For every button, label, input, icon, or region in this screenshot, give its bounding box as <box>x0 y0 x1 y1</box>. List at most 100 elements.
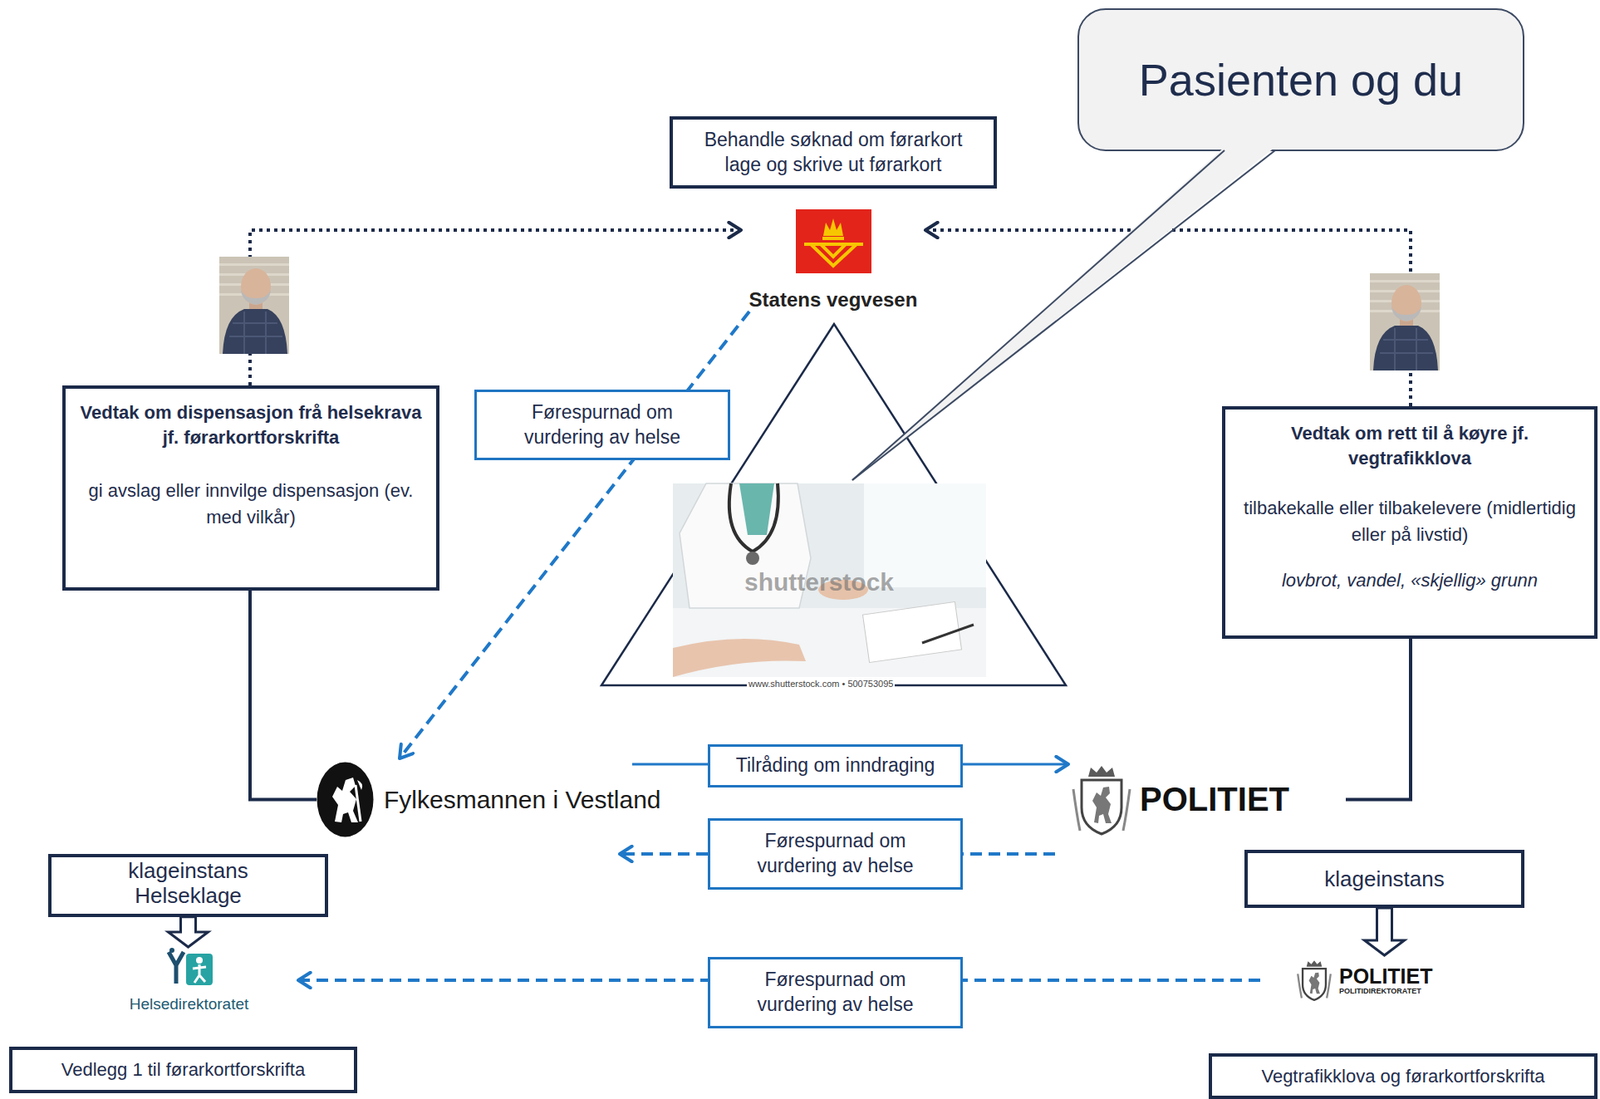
person-photo <box>240 268 271 305</box>
node-text: Pasienten og du <box>1138 53 1463 106</box>
logo <box>1306 960 1323 967</box>
bubble-tail <box>852 150 1225 481</box>
watermark-text: www.shutterstock.com • 500753095 <box>746 678 895 689</box>
logo <box>1295 959 1333 1002</box>
decision-box: Vedtak om dispensasjon frå helsekrava jf… <box>62 385 440 591</box>
logo <box>316 761 374 838</box>
connector <box>250 590 317 800</box>
doctor-photo <box>739 483 775 535</box>
logo <box>192 964 207 983</box>
node-text: Vedlegg 1 til førarkortforskrifta <box>61 1059 305 1081</box>
connector <box>1345 638 1411 800</box>
person-photo <box>219 256 290 354</box>
logo <box>823 218 844 236</box>
connector <box>250 230 742 386</box>
doctor-photo <box>729 483 779 552</box>
node-text: Helsedirektoratet <box>129 995 250 1014</box>
node-text: tilbakekalle eller tilbakelevere (midler… <box>1236 495 1583 549</box>
logo-node: Fylkesmannen i Vestland <box>316 760 683 840</box>
edge-label: Tilråding om inndraging <box>736 753 936 779</box>
appeal-box: klageinstans <box>1244 849 1525 908</box>
person-photo <box>1369 273 1440 371</box>
logo <box>357 780 363 791</box>
doctor-photo <box>922 624 974 643</box>
person-photo <box>1379 328 1434 371</box>
source-box: Vegtrafikklova og førarkortforskrifta <box>1208 1053 1598 1099</box>
logo-node: Helsedirektoratet <box>116 947 262 1024</box>
edge-label: Førespurnad om vurdering av helse <box>735 829 936 879</box>
logo <box>163 947 216 991</box>
logo <box>795 209 872 274</box>
logo-node: POLITIETPOLITIDIREKTORATET <box>1295 955 1471 1006</box>
doctor-photo <box>746 551 760 565</box>
logo-node: POLITIET <box>1071 760 1346 840</box>
hollow-arrow <box>168 917 209 948</box>
source-box: Vedlegg 1 til førarkortforskrifta <box>9 1046 358 1094</box>
watermark-text: shutterstock <box>744 568 894 597</box>
node-text: Statens vegvesen <box>749 288 918 312</box>
logo <box>317 762 374 838</box>
logo <box>1071 764 1132 836</box>
logo <box>822 236 845 241</box>
person-photo <box>240 289 271 305</box>
edge-label: Førespurnad om vurdering av helse <box>735 967 936 1018</box>
node-text: klageinstans Helseklage <box>98 858 279 909</box>
logo <box>1295 959 1333 1002</box>
node-text: POLITIET <box>1339 965 1434 987</box>
logo <box>1297 973 1331 998</box>
node-text: Vegtrafikklova og førarkortforskrifta <box>1261 1065 1545 1088</box>
text-group: POLITIETPOLITIDIREKTORATET <box>1339 965 1434 996</box>
decision-box: Vedtak om rett til å køyre jf. vegtrafik… <box>1222 406 1598 639</box>
doctor-photo <box>672 638 806 678</box>
logo <box>1071 764 1132 836</box>
logo <box>795 209 872 274</box>
logo-node: Statens vegvesen <box>741 209 926 312</box>
node-text: POLITIDIREKTORATET <box>1339 986 1434 996</box>
logo <box>163 947 216 991</box>
logo <box>332 777 359 823</box>
person-photo <box>1391 284 1422 322</box>
node-text: lovbrot, vandel, «skjellig» grunn <box>1236 568 1583 594</box>
node-text: Vedtak om rett til å køyre jf. vegtrafik… <box>1236 421 1583 471</box>
node-text: Fylkesmannen i Vestland <box>383 785 662 815</box>
connector <box>925 230 1411 407</box>
person-photo <box>1391 306 1422 322</box>
logo <box>169 947 175 953</box>
triangle-outline <box>601 323 1066 686</box>
edge-label-box: Førespurnad om vurdering av helse <box>474 389 731 461</box>
logo <box>795 209 872 274</box>
logo <box>1092 786 1112 824</box>
logo <box>355 785 361 822</box>
logo <box>804 244 864 266</box>
edge-label-box: Tilråding om inndraging <box>707 744 963 788</box>
edge-label-box: Førespurnad om vurdering av helse <box>707 818 963 890</box>
logo <box>1088 765 1115 777</box>
speech-bubble: Pasienten og du <box>1077 8 1525 152</box>
hollow-arrow <box>1364 907 1405 956</box>
person-photo <box>219 256 290 354</box>
person-photo <box>222 309 288 354</box>
doctor-photo <box>863 601 962 663</box>
person-photo <box>229 311 283 354</box>
logo <box>804 242 864 246</box>
person-photo <box>1373 325 1439 371</box>
bubble-tail <box>852 147 1276 481</box>
person-photo <box>1369 273 1440 371</box>
node-text: klageinstans <box>1324 866 1445 893</box>
doctor-photo <box>672 483 987 678</box>
logo <box>1309 972 1321 995</box>
bubble-tail <box>852 150 1276 481</box>
logo <box>810 244 857 266</box>
person-photo <box>1369 279 1440 283</box>
logo <box>186 953 213 986</box>
node-text: Vedtak om dispensasjon frå helsekrava jf… <box>77 400 425 450</box>
appeal-box: klageinstans Helseklage <box>48 853 329 918</box>
doctor-photo <box>672 483 987 678</box>
task-box: Behandle søknad om førarkort lage og skr… <box>669 116 997 189</box>
node-text: POLITIET <box>1139 780 1290 819</box>
node-text: gi avslag eller innvilge dispensasjon (e… <box>77 477 425 531</box>
edge-label-box: Førespurnad om vurdering av helse <box>707 957 963 1029</box>
